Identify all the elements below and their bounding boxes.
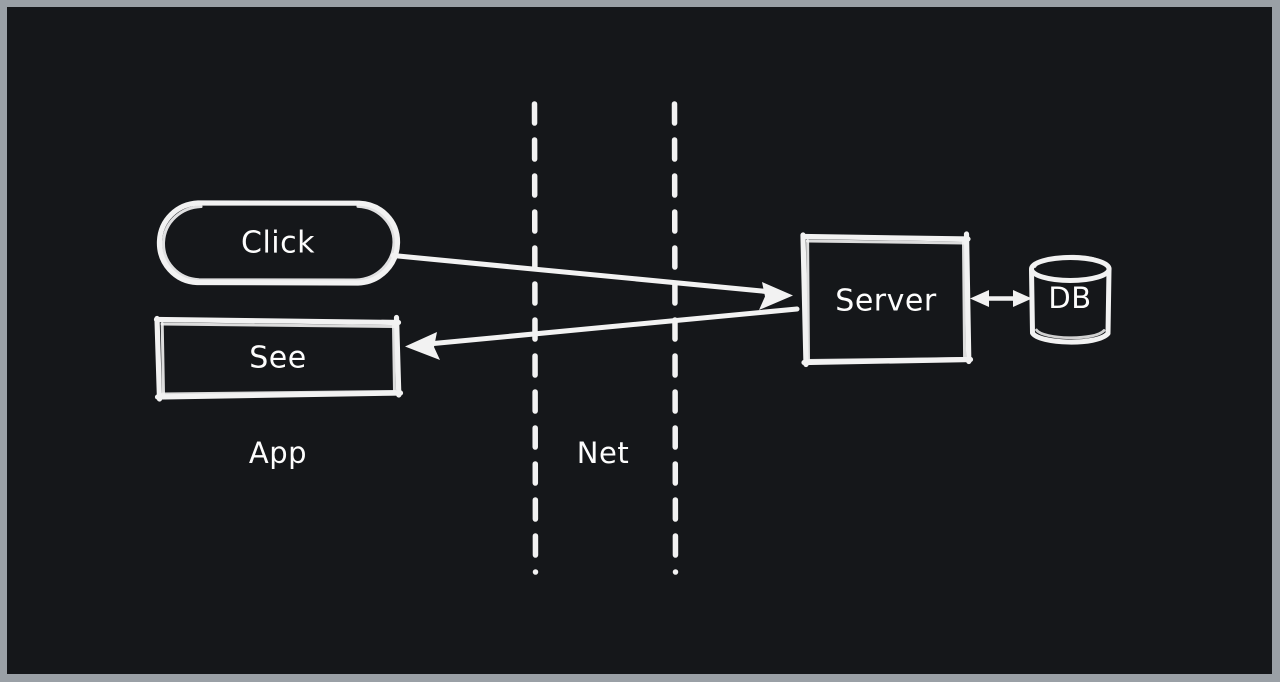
arrowhead-right-icon xyxy=(1013,290,1032,307)
zone-divider-left xyxy=(531,101,539,575)
node-db[interactable]: DB xyxy=(1029,254,1112,345)
node-see[interactable]: See xyxy=(153,314,404,402)
node-click[interactable]: Click xyxy=(156,200,401,286)
edge-server-to-see[interactable] xyxy=(405,306,800,360)
zone-label-app: App xyxy=(249,436,307,470)
diagram-canvas[interactable]: Click See xyxy=(7,7,1272,674)
zone-label-net: Net xyxy=(577,436,629,470)
diagram-svg: Click See xyxy=(153,101,1112,575)
zone-divider-right xyxy=(671,101,679,575)
node-db-label: DB xyxy=(1048,281,1091,315)
node-click-label: Click xyxy=(241,226,315,261)
arrowhead-left-icon xyxy=(970,290,989,307)
edge-click-to-server[interactable] xyxy=(390,253,793,311)
node-server[interactable]: Server xyxy=(800,231,974,368)
arrowhead-icon xyxy=(759,282,793,310)
edge-server-db[interactable] xyxy=(970,290,1032,307)
arrowhead-icon xyxy=(405,332,440,360)
node-server-label: Server xyxy=(835,284,937,319)
node-see-label: See xyxy=(249,341,306,376)
